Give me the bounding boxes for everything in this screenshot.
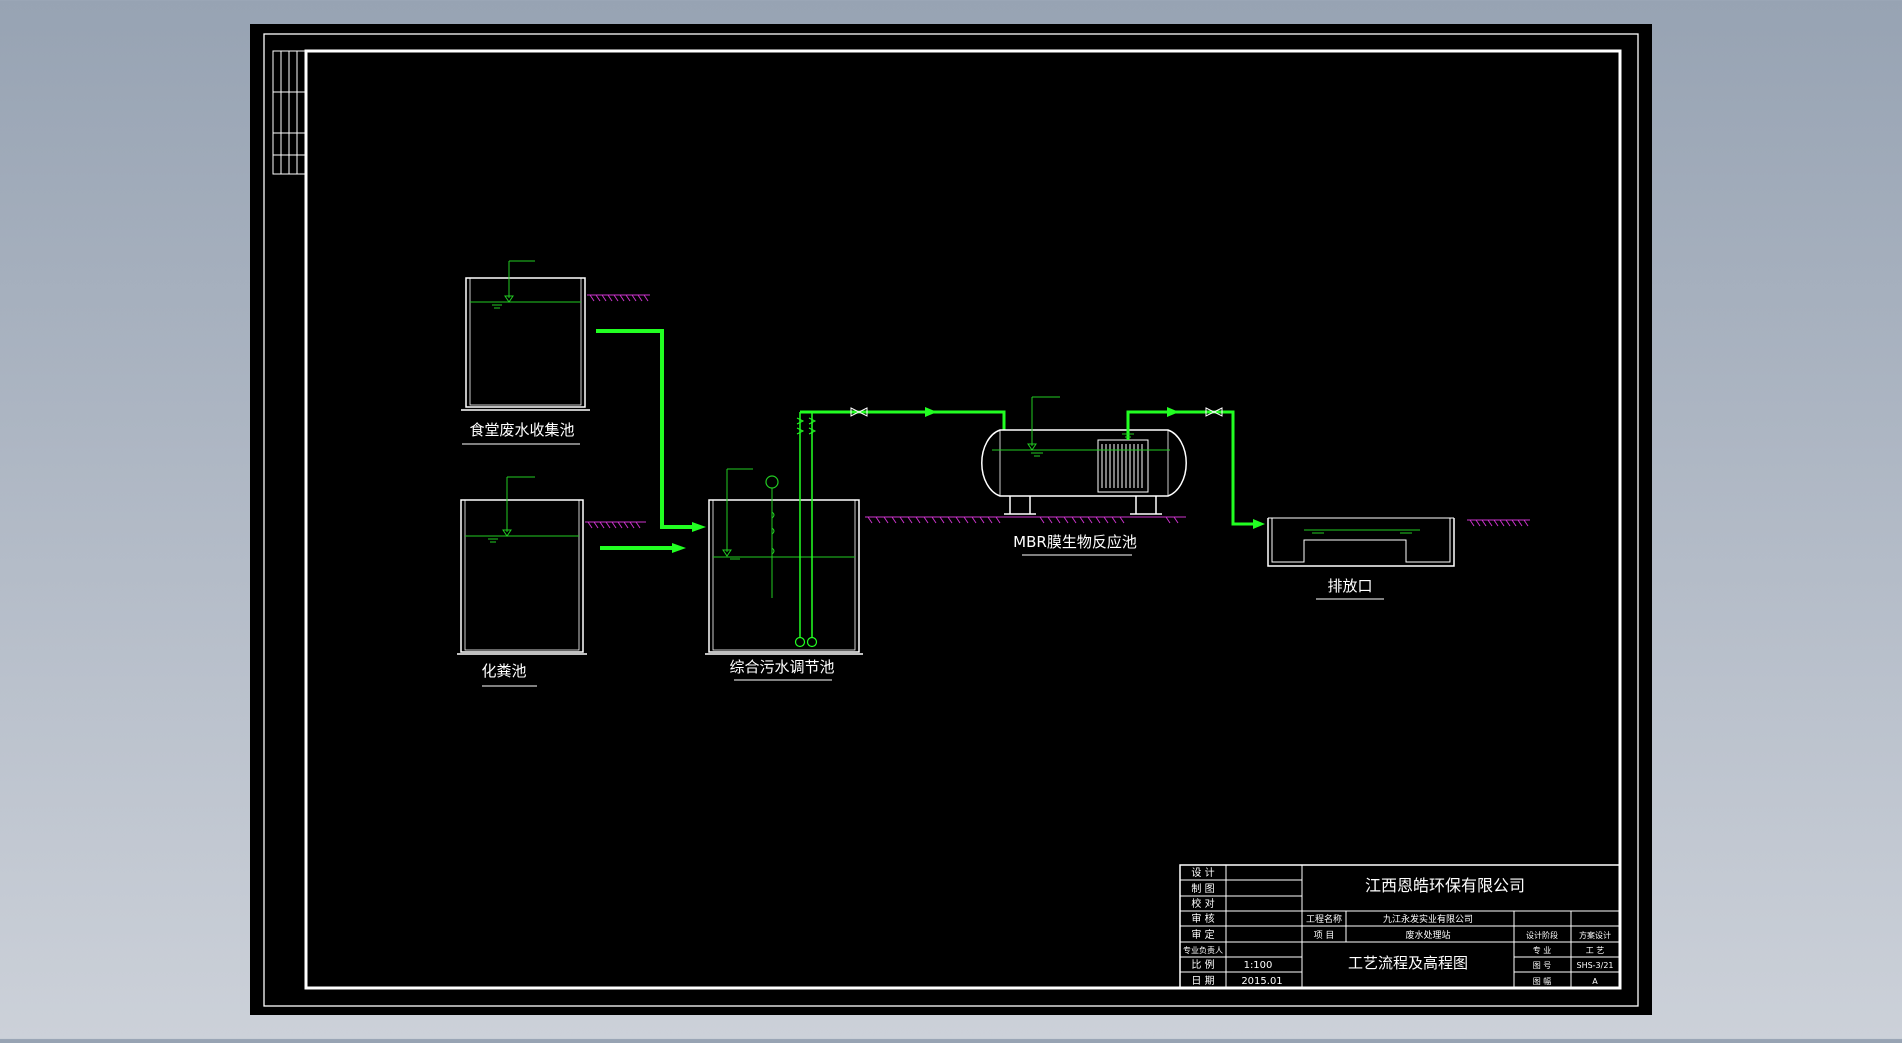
tb-drawing-no: SHS-3/21 <box>1576 961 1613 970</box>
tb-scale-value: 1:100 <box>1244 960 1273 971</box>
tb-date-value: 2015.01 <box>1241 976 1282 987</box>
tb-check-label: 校 对 <box>1191 897 1214 910</box>
tb-date-label: 日 期 <box>1191 975 1214 987</box>
title-block: 设 计 制 图 校 对 审 核 审 定 专业负责人 比 例 日 期 1:100 … <box>1179 864 1621 989</box>
binding-margin-table <box>272 50 307 175</box>
tb-stage-label: 设计阶段 <box>1526 930 1558 940</box>
arrow-effluent-1 <box>1167 407 1179 417</box>
ground-hatch-mbr <box>865 516 1186 524</box>
ground-hatch-outlet <box>1467 519 1530 527</box>
effluent-valve <box>1205 407 1223 417</box>
effluent-pipe <box>1126 410 1253 526</box>
tb-sheet: A <box>1592 977 1598 986</box>
tb-project-name: 九江永发实业有限公司 <box>1383 913 1473 925</box>
tb-approve-label: 审 定 <box>1191 928 1214 941</box>
tb-drawing-title: 工艺流程及高程图 <box>1348 954 1468 972</box>
mbr-label: MBR膜生物反应池 <box>1013 533 1137 551</box>
arrow-canteen-inflow <box>692 522 706 532</box>
outlet-level-marks <box>1304 529 1420 534</box>
arrow-septic-inflow <box>672 543 686 553</box>
septic-tank[interactable] <box>457 476 587 655</box>
tb-review-label: 审 核 <box>1191 912 1214 925</box>
feed-valve <box>850 407 868 417</box>
ground-hatch-canteen <box>587 294 650 302</box>
tb-draw-label: 制 图 <box>1191 882 1214 895</box>
inner-border <box>304 49 1622 990</box>
arrow-effluent-2 <box>1253 519 1265 529</box>
mbr-level-indicator <box>992 396 1170 457</box>
tb-lead-label: 专业负责人 <box>1183 945 1223 955</box>
mbr-outlet-level <box>1122 433 1134 438</box>
mbr-reactor[interactable] <box>981 429 1187 515</box>
tb-item-label: 项 目 <box>1314 930 1335 941</box>
feed-pipe-horizontal <box>800 410 1006 430</box>
outer-border <box>263 33 1639 1007</box>
ground-hatch-septic <box>585 521 646 529</box>
inflow-pipe-canteen <box>596 329 692 529</box>
regulating-tank-label: 综合污水调节池 <box>729 658 834 676</box>
tb-scale-label: 比 例 <box>1191 958 1214 971</box>
outlet-channel[interactable] <box>1267 517 1455 567</box>
tb-company: 江西恩皓环保有限公司 <box>1365 876 1525 895</box>
tb-discipline-label: 专 业 <box>1533 945 1552 955</box>
outlet-label: 排放口 <box>1327 577 1372 595</box>
canteen-tank[interactable] <box>461 260 590 411</box>
tb-drawing-no-label: 图 号 <box>1533 961 1552 970</box>
tb-project-label: 工程名称 <box>1306 913 1342 925</box>
tb-sheet-label: 图 幅 <box>1533 976 1552 986</box>
tb-design-label: 设 计 <box>1191 866 1214 879</box>
tb-discipline: 工 艺 <box>1586 946 1605 955</box>
arrow-to-mbr <box>925 407 937 417</box>
drawing-sheet <box>250 24 1652 1015</box>
canteen-tank-label: 食堂废水收集池 <box>469 421 574 439</box>
tb-stage: 方案设计 <box>1579 930 1611 940</box>
tb-item: 废水处理站 <box>1405 929 1450 941</box>
regulating-tank[interactable] <box>705 412 863 655</box>
septic-tank-label: 化粪池 <box>481 662 526 680</box>
